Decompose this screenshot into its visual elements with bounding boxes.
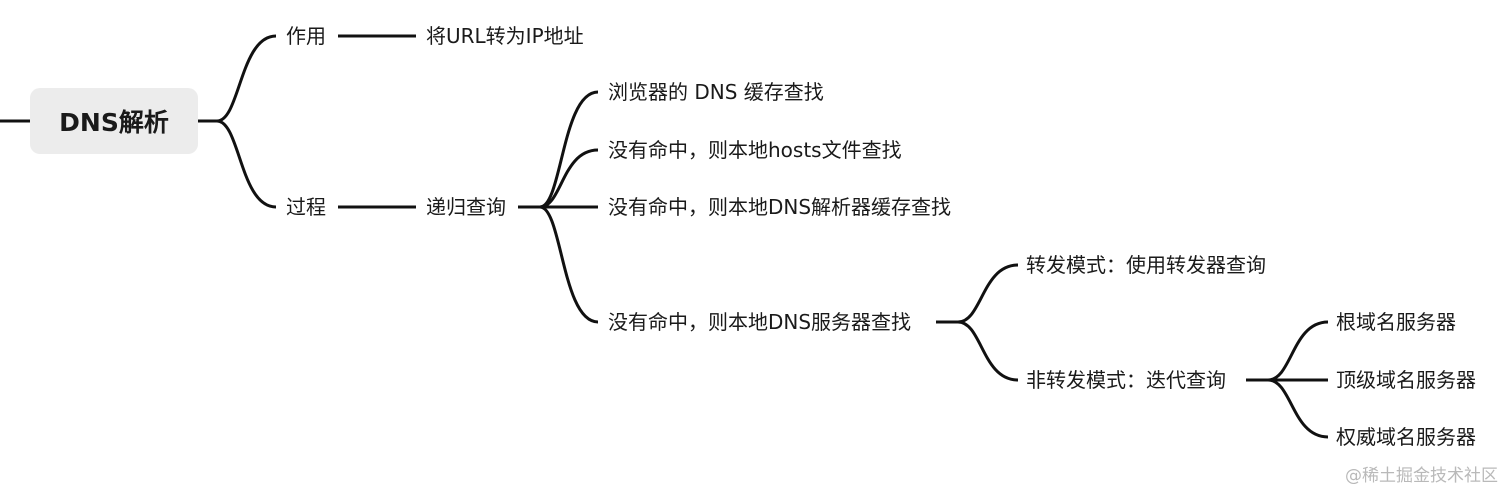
root-node[interactable]: DNS解析 (30, 88, 198, 154)
edge-root-to-purpose (216, 34, 277, 123)
node-process[interactable]: 过程 (286, 195, 326, 219)
node-purpose-desc[interactable]: 将URL转为IP地址 (426, 24, 584, 48)
edge-to-browser-cache (539, 90, 599, 209)
node-recursive-query[interactable]: 递归查询 (426, 195, 506, 219)
root-node-label: DNS解析 (59, 108, 169, 137)
node-authoritative-servers[interactable]: 权威域名服务器 (1336, 425, 1476, 449)
edge-to-nonforward (957, 320, 1019, 382)
node-nonforward-mode[interactable]: 非转发模式：迭代查询 (1026, 368, 1226, 392)
edge-to-root-servers (1267, 320, 1329, 382)
node-browser-cache[interactable]: 浏览器的 DNS 缓存查找 (608, 80, 824, 104)
node-root-servers[interactable]: 根域名服务器 (1336, 310, 1456, 334)
edge-to-dns-server (539, 205, 599, 324)
node-dns-server[interactable]: 没有命中，则本地DNS服务器查找 (608, 310, 912, 334)
node-tld-servers[interactable]: 顶级域名服务器 (1336, 368, 1476, 392)
node-resolver-cache[interactable]: 没有命中，则本地DNS解析器缓存查找 (608, 195, 952, 219)
edge-to-authoritative-servers (1267, 378, 1329, 439)
edge-root-to-process (216, 119, 277, 209)
watermark: @稀土掘金技术社区 (1345, 466, 1498, 486)
node-purpose[interactable]: 作用 (286, 24, 326, 48)
edge-to-forward (957, 263, 1019, 324)
node-hosts-file[interactable]: 没有命中，则本地hosts文件查找 (608, 138, 902, 162)
node-forward-mode[interactable]: 转发模式：使用转发器查询 (1026, 253, 1266, 277)
edge-to-hosts (539, 148, 599, 209)
